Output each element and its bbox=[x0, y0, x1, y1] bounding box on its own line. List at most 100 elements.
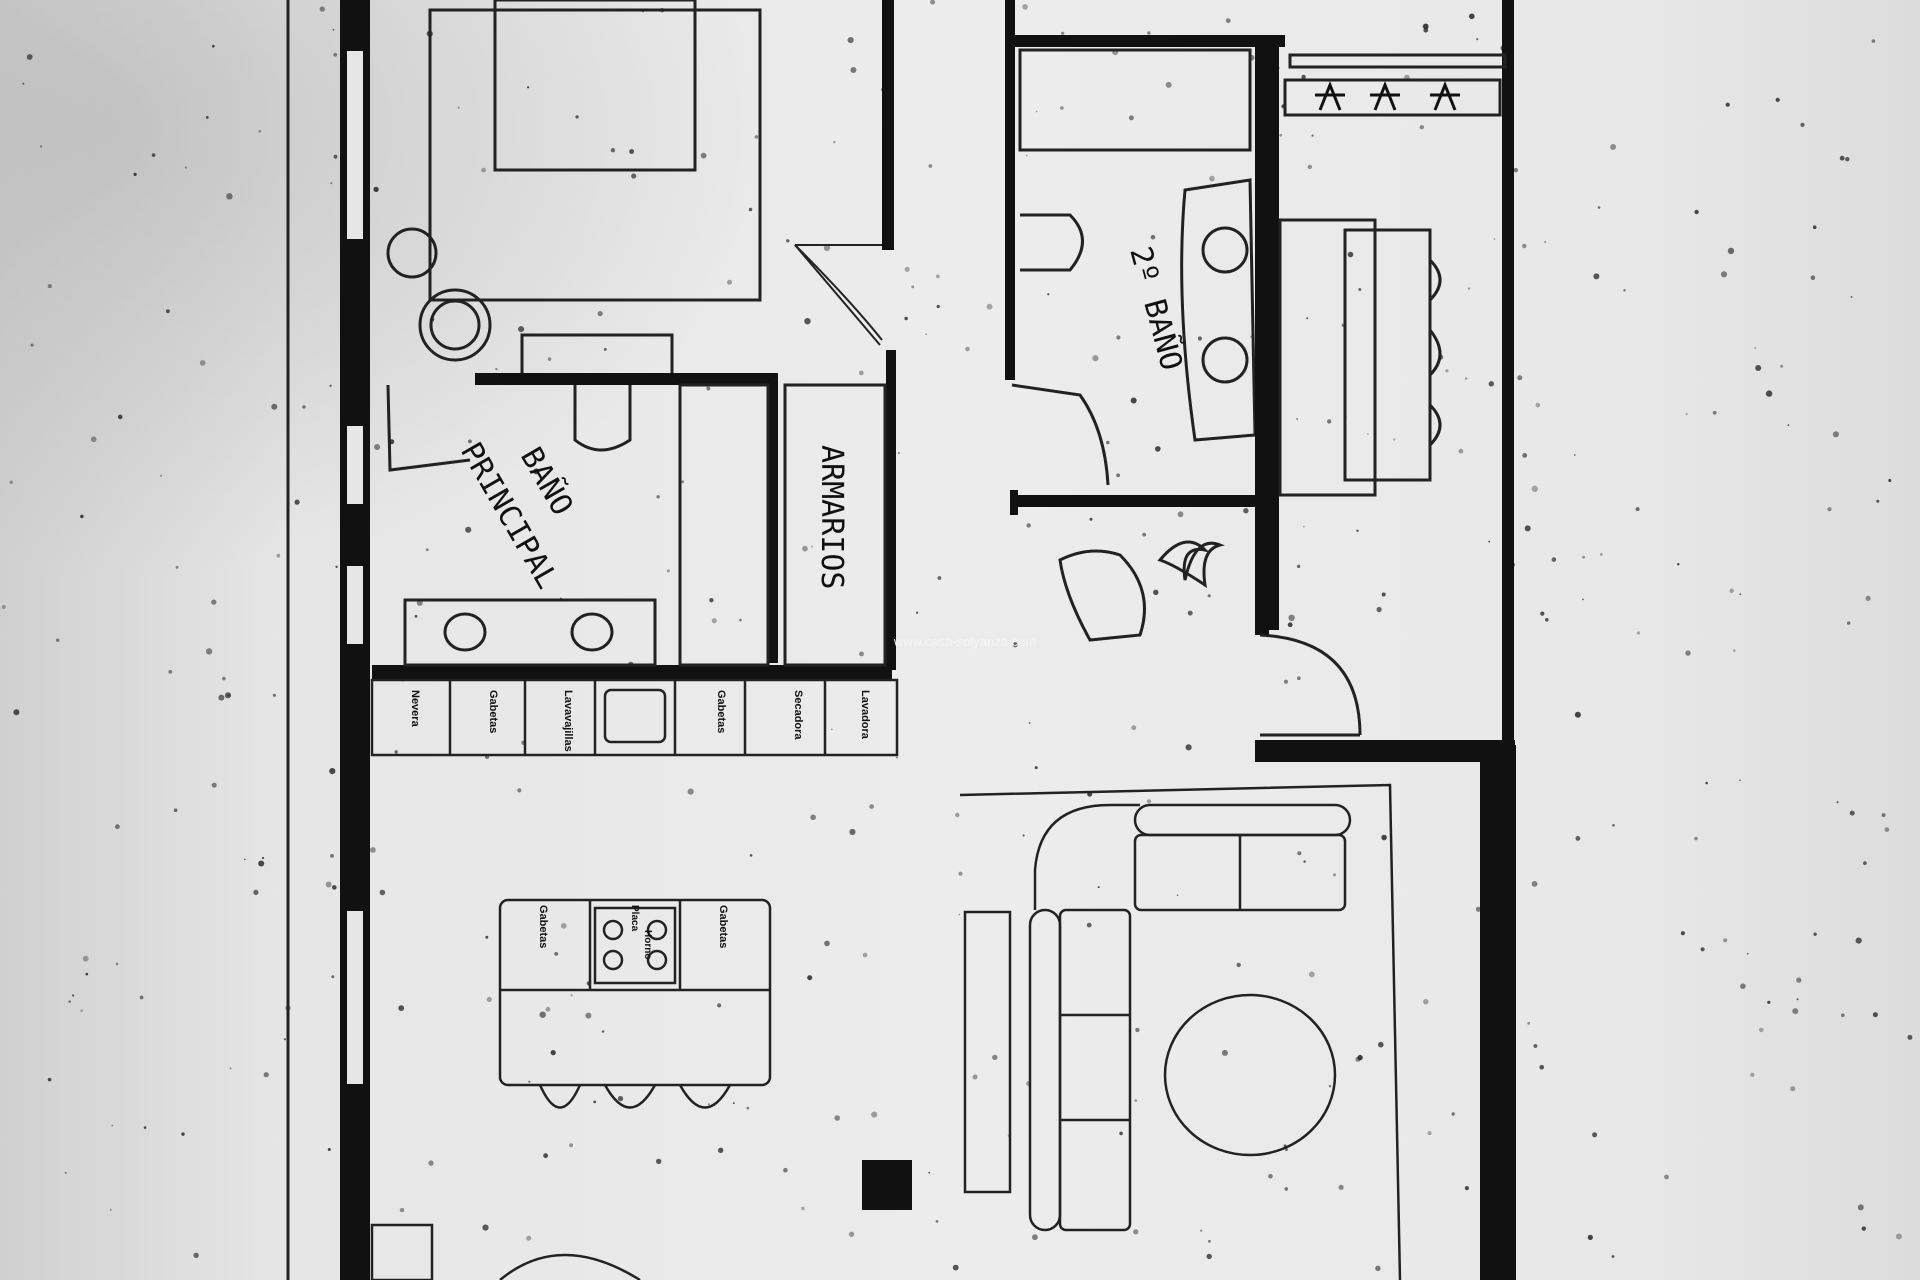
speckle bbox=[1327, 419, 1332, 424]
speckle bbox=[928, 164, 933, 168]
speckle bbox=[166, 309, 170, 314]
speckle bbox=[1, 605, 6, 609]
speckle bbox=[1587, 1234, 1593, 1240]
speckle bbox=[1034, 766, 1038, 770]
speckle bbox=[1855, 937, 1862, 944]
speckle bbox=[1287, 622, 1293, 628]
speckle bbox=[739, 618, 742, 622]
speckle bbox=[911, 285, 915, 289]
speckle bbox=[543, 1153, 548, 1159]
speckle bbox=[1725, 102, 1730, 107]
speckle bbox=[143, 1126, 147, 1129]
watermark: www.casa-solyanza.com bbox=[893, 634, 1036, 649]
speckle bbox=[1467, 287, 1471, 290]
speckle bbox=[1488, 540, 1491, 543]
speckle bbox=[1535, 402, 1541, 408]
speckle bbox=[828, 450, 831, 452]
speckle bbox=[1197, 336, 1202, 341]
speckle bbox=[1209, 175, 1215, 182]
speckle bbox=[936, 274, 940, 279]
speckle bbox=[205, 648, 213, 655]
speckle bbox=[1279, 133, 1283, 137]
speckle bbox=[1677, 563, 1680, 566]
entry-door bbox=[1259, 633, 1362, 737]
speckle bbox=[1812, 225, 1817, 229]
speckle bbox=[329, 384, 332, 387]
speckle bbox=[1206, 1253, 1212, 1260]
planter-box bbox=[1283, 78, 1502, 117]
speckle bbox=[1306, 317, 1309, 320]
speckle bbox=[656, 495, 660, 499]
speckle bbox=[1243, 508, 1249, 514]
speckle bbox=[271, 403, 278, 410]
speckle bbox=[709, 598, 714, 603]
speckle bbox=[1119, 1131, 1123, 1136]
kitchen-counter bbox=[370, 678, 899, 757]
speckle bbox=[1857, 1204, 1864, 1211]
speckle bbox=[80, 514, 84, 519]
speckle bbox=[1338, 1184, 1344, 1190]
speckle bbox=[211, 599, 217, 605]
speckle bbox=[1225, 18, 1231, 24]
coffee-table bbox=[1163, 993, 1337, 1157]
speckle bbox=[1012, 642, 1018, 648]
speckle bbox=[1531, 881, 1538, 887]
speckle bbox=[1423, 27, 1429, 33]
stool-3 bbox=[678, 1084, 732, 1109]
speckle bbox=[1767, 1000, 1771, 1004]
speckle bbox=[597, 311, 603, 317]
speckle bbox=[1297, 564, 1301, 569]
label-lavavajillas: Lavavajillas bbox=[562, 690, 574, 752]
speckle bbox=[1268, 1173, 1273, 1179]
bedroom-wall bbox=[882, 0, 894, 250]
speckle bbox=[1134, 1099, 1138, 1103]
speckle bbox=[1376, 606, 1382, 613]
structural-column bbox=[862, 1160, 912, 1210]
speckle bbox=[1573, 454, 1576, 456]
speckle bbox=[1367, 433, 1369, 435]
speckle bbox=[850, 67, 857, 73]
speckle bbox=[263, 1072, 269, 1078]
speckle bbox=[1636, 631, 1640, 635]
speckle bbox=[1328, 1085, 1332, 1088]
speckle bbox=[329, 768, 336, 775]
speckle bbox=[1445, 369, 1449, 373]
hall-chair bbox=[1058, 549, 1146, 642]
speckle bbox=[965, 346, 970, 352]
speckle bbox=[601, 1030, 605, 1033]
speckle bbox=[869, 804, 874, 809]
speckle bbox=[319, 6, 325, 12]
speckle bbox=[804, 318, 811, 325]
speckle bbox=[82, 955, 89, 962]
speckle bbox=[1130, 397, 1137, 404]
speckle bbox=[1527, 1021, 1531, 1025]
speckle bbox=[379, 889, 386, 896]
speckle bbox=[545, 1006, 551, 1012]
speckle bbox=[1685, 650, 1691, 656]
speckle bbox=[68, 1000, 71, 1003]
label-horno: Horno bbox=[642, 930, 653, 959]
speckle bbox=[486, 996, 492, 1003]
speckle bbox=[629, 149, 634, 154]
speckle bbox=[1187, 610, 1193, 616]
speckle bbox=[687, 788, 694, 795]
speckle bbox=[1907, 1034, 1913, 1040]
speckle bbox=[1796, 998, 1799, 1001]
speckle bbox=[1635, 507, 1640, 512]
speckle bbox=[394, 750, 398, 754]
living-rug bbox=[959, 783, 1402, 1280]
speckle bbox=[1790, 1086, 1796, 1092]
speckle bbox=[1475, 906, 1481, 912]
speckle bbox=[972, 1074, 978, 1080]
speckle bbox=[115, 824, 120, 830]
speckle bbox=[1739, 779, 1741, 781]
speckle bbox=[958, 871, 963, 876]
speckle bbox=[833, 141, 836, 144]
speckle bbox=[333, 52, 338, 57]
speckle bbox=[294, 499, 300, 505]
label-gabetas-2: Gabetas bbox=[715, 690, 727, 733]
speckle bbox=[80, 1009, 83, 1012]
speckle bbox=[1827, 507, 1832, 512]
speckle bbox=[1839, 155, 1845, 161]
speckle bbox=[754, 135, 759, 139]
